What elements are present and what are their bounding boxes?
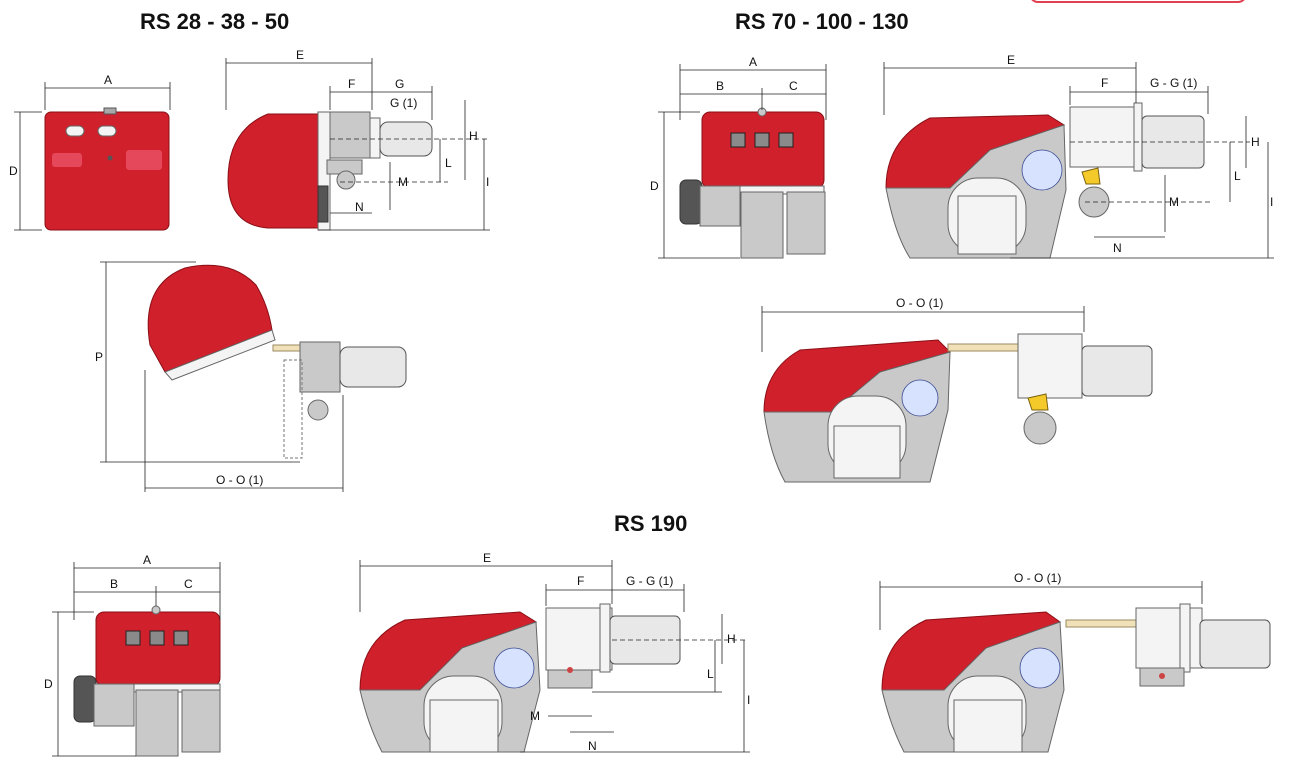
label-H-rs190: H [727,632,736,646]
rs28-front-view [14,82,171,231]
title-rs190: RS 190 [614,511,688,536]
label-D-rs190: D [44,677,53,691]
label-N-rs190: N [588,739,597,753]
label-P-rs28: P [95,350,103,364]
rs190-side-view [359,560,750,753]
label-OO1-rs190: O - O (1) [1014,571,1061,585]
label-C-rs190: C [184,577,193,591]
label-H-rs28: H [469,129,478,143]
label-E-rs70: E [1007,53,1015,67]
label-H-rs70: H [1251,135,1260,149]
label-L-rs190: L [707,667,714,681]
label-I-rs70: I [1270,195,1273,209]
rs28-side-view [225,58,490,231]
label-OO1-rs70: O - O (1) [896,296,943,310]
label-G1-rs28: G (1) [390,96,417,110]
label-D-rs28: D [9,164,18,178]
corner-tab [1031,0,1245,3]
label-A-rs28: A [104,73,112,87]
label-N-rs70: N [1113,241,1122,255]
label-L-rs28: L [445,156,452,170]
label-I-rs28: I [486,175,489,189]
label-I-rs190: I [747,693,750,707]
label-D-rs70: D [650,179,659,193]
label-N-rs28: N [355,200,364,214]
label-E-rs190: E [483,551,491,565]
label-A-rs70: A [749,55,757,69]
title-rs28: RS 28 - 38 - 50 [140,9,290,34]
label-C-rs70: C [789,79,798,93]
rs190-open-view [879,581,1271,753]
title-rs70: RS 70 - 100 - 130 [735,9,909,34]
label-L-rs70: L [1234,169,1241,183]
rs190-front-view [52,562,221,757]
label-M-rs190: M [530,709,540,723]
rs70-front-view [658,64,827,259]
rs28-open-view [100,261,407,492]
label-B-rs190: B [110,577,118,591]
label-M-rs28: M [398,175,408,189]
label-B-rs70: B [716,79,724,93]
rs70-open-view [761,306,1153,483]
rs70-side-view [883,62,1274,259]
label-F-rs28: F [348,77,355,91]
label-F-rs190: F [577,574,584,588]
label-E-rs28: E [296,48,304,62]
label-G-rs28: G [395,77,404,91]
label-GG1-rs190: G - G (1) [626,574,673,588]
label-M-rs70: M [1169,195,1179,209]
label-GG1-rs70: G - G (1) [1150,76,1197,90]
label-A-rs190: A [143,553,151,567]
label-OO1-rs28: O - O (1) [216,473,263,487]
label-F-rs70: F [1101,76,1108,90]
